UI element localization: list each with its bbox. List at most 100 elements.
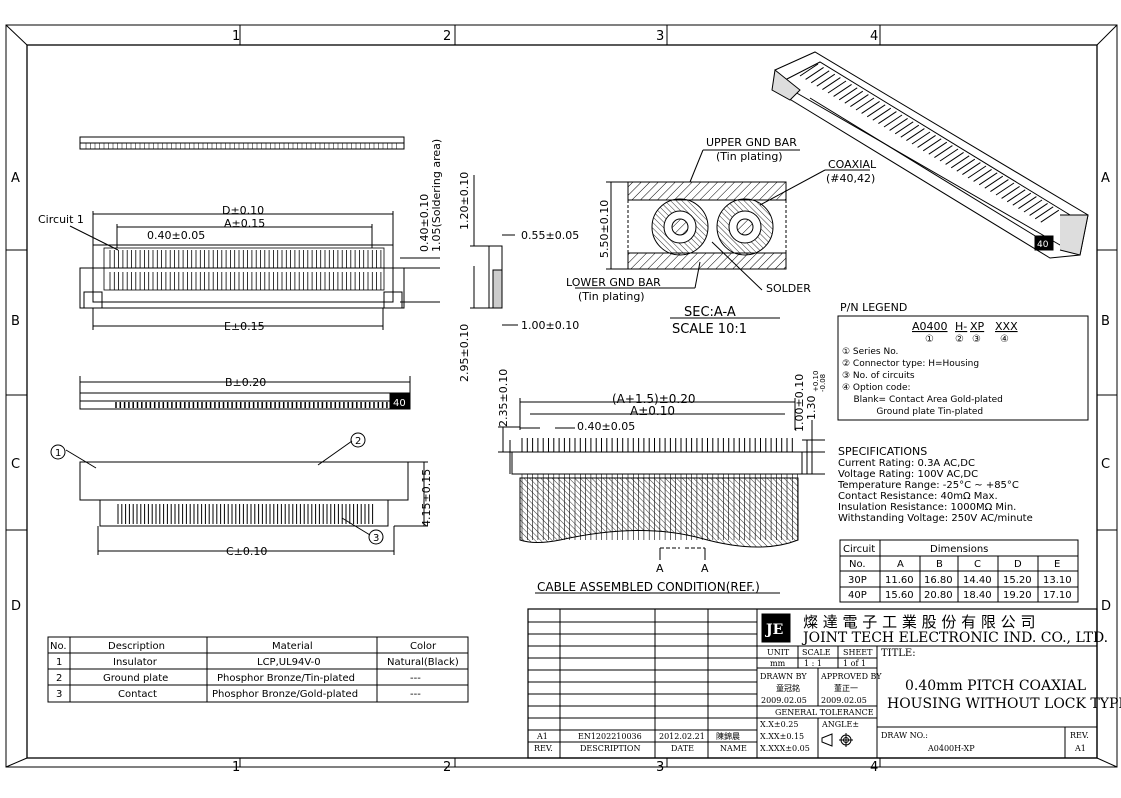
col-label-3: 3 bbox=[656, 29, 664, 44]
label-sec-title: SEC:A-A bbox=[684, 305, 736, 320]
row-label-c: C bbox=[11, 457, 20, 472]
dim-cell: 15.60 bbox=[885, 590, 914, 601]
row-label-a-right: A bbox=[1101, 171, 1110, 186]
pn-mark-4: ④ bbox=[1000, 334, 1009, 345]
label-cable-100: 1.00±0.10 bbox=[793, 374, 806, 432]
rev-row-name: 陳錦晨 bbox=[716, 731, 740, 741]
tolerance-3: X.XXX±0.05 bbox=[760, 744, 810, 753]
dim-cell: 13.10 bbox=[1043, 575, 1072, 586]
cable-view bbox=[498, 398, 825, 594]
pin-line bbox=[934, 145, 953, 159]
approved-by-name: 董正一 bbox=[834, 683, 858, 693]
pin-line bbox=[995, 182, 1015, 196]
pn-code-2: H- bbox=[955, 320, 967, 333]
pin-line bbox=[900, 124, 920, 138]
grid-labels: 1 2 3 4 1 2 3 4 A B C D A B C D bbox=[11, 29, 1111, 775]
rev-row-desc: EN1202210036 bbox=[578, 732, 642, 741]
callout-2: 2 bbox=[355, 436, 361, 447]
mat-cell: Natural(Black) bbox=[387, 657, 459, 668]
dim-col-e: E bbox=[1054, 559, 1060, 570]
section-aa bbox=[575, 149, 870, 319]
rev-col-desc: DESCRIPTION bbox=[580, 744, 640, 753]
pin-line bbox=[939, 148, 959, 162]
pn-legend-title: P/N LEGEND bbox=[840, 301, 907, 314]
dim-table-h-no: No. bbox=[849, 559, 866, 570]
pin-line bbox=[1006, 189, 1026, 203]
col-label-4-bottom: 4 bbox=[870, 760, 878, 775]
dim-cell: 17.10 bbox=[1043, 590, 1072, 601]
isometric-view bbox=[771, 51, 1089, 259]
col-label-4: 4 bbox=[870, 29, 878, 44]
pin-line bbox=[844, 90, 864, 104]
rev-col-rev: REV. bbox=[534, 744, 553, 753]
label-coaxial: COAXIAL bbox=[828, 158, 877, 171]
approved-by-header: APPROVED BY bbox=[820, 672, 882, 681]
label-side-055: 0.55±0.05 bbox=[521, 229, 579, 242]
col-label-2-bottom: 2 bbox=[443, 760, 451, 775]
mat-cell: Phosphor Bronze/Gold-plated bbox=[212, 689, 358, 700]
drawing-no-header: DRAW NO.: bbox=[881, 731, 928, 740]
col-label-3-bottom: 3 bbox=[656, 760, 664, 775]
pin-line bbox=[850, 94, 869, 108]
pin-line bbox=[799, 63, 819, 77]
dim-cell: 18.40 bbox=[963, 590, 992, 601]
mat-cell: --- bbox=[410, 689, 421, 700]
label-solder: SOLDER bbox=[766, 282, 811, 295]
dim-table-h-dims: Dimensions bbox=[930, 544, 988, 555]
pin-line bbox=[984, 175, 1004, 189]
general-tolerance-header: GENERAL TOLERANCE bbox=[775, 708, 874, 717]
callout-1: 1 bbox=[55, 448, 61, 459]
pn-mark-3: ③ bbox=[972, 334, 981, 345]
pin-line bbox=[906, 128, 925, 142]
label-dim-e: E±0.15 bbox=[224, 320, 265, 333]
pn-item-3: ③ No. of circuits bbox=[842, 371, 915, 381]
label-mid-40: 40 bbox=[393, 398, 406, 409]
pin-line bbox=[833, 83, 852, 97]
scale-header: SCALE bbox=[802, 648, 831, 657]
unit-header: UNIT bbox=[767, 648, 790, 657]
label-cable-a15: (A+1.5)±0.20 bbox=[612, 392, 695, 406]
label-cable-130-tol-dn: -0.08 bbox=[819, 374, 827, 392]
label-side-120: 1.20±0.10 bbox=[458, 172, 471, 230]
pn-code-4: XXX bbox=[995, 320, 1018, 333]
dim-row-30p: 30P bbox=[848, 575, 867, 586]
pin-line bbox=[956, 158, 976, 172]
drawing-title-line-2: HOUSING WITHOUT LOCK TYPE bbox=[887, 696, 1121, 712]
title-header: TITLE: bbox=[881, 648, 916, 659]
side-view-labels: 1.20±0.10 0.55±0.05 2.95±0.10 1.00±0.10 bbox=[458, 172, 579, 382]
drawing-title-line-1: 0.40mm PITCH COAXIAL bbox=[905, 678, 1086, 694]
label-iso-40: 40 bbox=[1037, 240, 1049, 250]
pn-item-1: ① Series No. bbox=[842, 347, 898, 357]
pin-line bbox=[889, 117, 908, 131]
pin-line bbox=[872, 107, 892, 121]
pin-line bbox=[810, 70, 830, 84]
pin-line bbox=[922, 138, 942, 152]
dimension-table: Circuit No. Dimensions A B C D E 30P 11.… bbox=[839, 539, 1079, 603]
dim-cell: 19.20 bbox=[1003, 590, 1032, 601]
materials-table: No. Description Material Color 1 Insulat… bbox=[47, 636, 469, 703]
rev-col-date: DATE bbox=[671, 744, 694, 753]
tolerance-2: X.XX±0.15 bbox=[760, 732, 804, 741]
dim-cell: 15.20 bbox=[1003, 575, 1032, 586]
mat-cell: Contact bbox=[118, 689, 157, 700]
pin-line bbox=[855, 97, 875, 111]
row-label-b: B bbox=[11, 314, 20, 329]
sheet-header: SHEET bbox=[843, 648, 873, 657]
dim-cell: 14.40 bbox=[963, 575, 992, 586]
label-top-pitch: 0.40±0.05 bbox=[147, 229, 205, 242]
col-label-1-bottom: 1 bbox=[232, 760, 240, 775]
dim-col-c: C bbox=[974, 559, 981, 570]
pin-line bbox=[1023, 199, 1043, 213]
label-side-105: 1.05(Soldering area) bbox=[430, 139, 443, 252]
pin-line bbox=[838, 87, 858, 101]
pin-line bbox=[805, 66, 824, 80]
mat-cell: 1 bbox=[56, 657, 62, 668]
specs-title: SPECIFICATIONS bbox=[838, 445, 927, 458]
pin-line bbox=[945, 151, 964, 165]
pin-line bbox=[973, 168, 992, 182]
label-lower-gnd: LOWER GND BAR bbox=[566, 276, 661, 289]
label-side-100: 1.00±0.10 bbox=[521, 319, 579, 332]
mat-h-desc: Description bbox=[108, 641, 165, 652]
